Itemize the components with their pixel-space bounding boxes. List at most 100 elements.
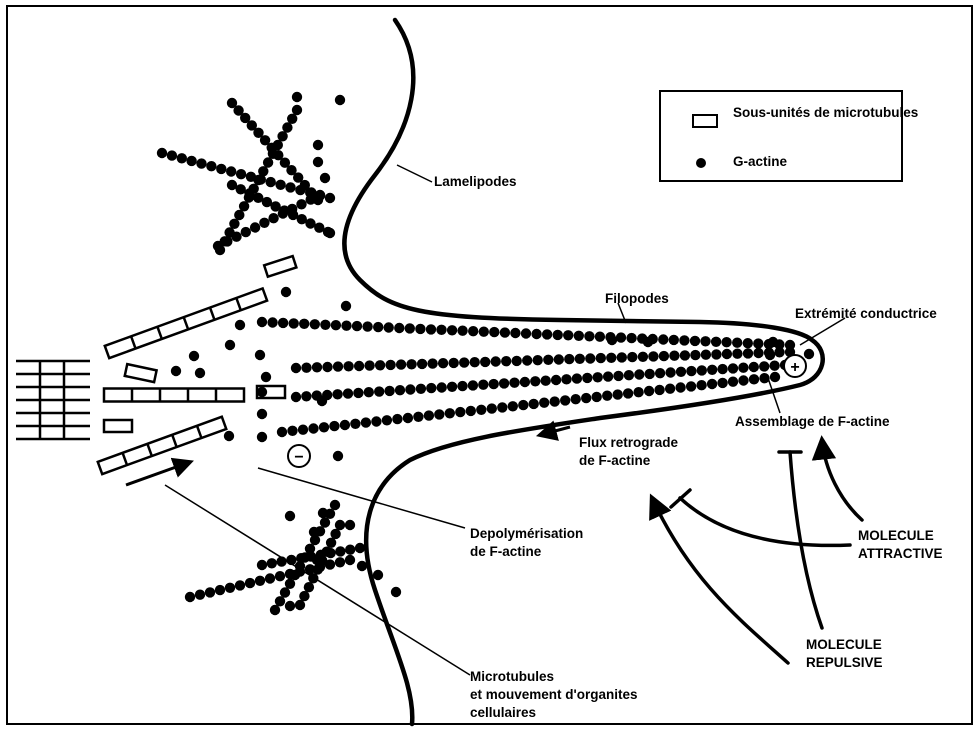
f-actin-bead bbox=[602, 391, 612, 401]
f-actin-bead bbox=[259, 218, 269, 228]
f-actin-bead bbox=[355, 543, 365, 553]
f-actin-bead bbox=[707, 379, 717, 389]
f-actin-bead bbox=[384, 322, 394, 332]
f-actin-bead bbox=[613, 371, 623, 381]
f-actin-bead bbox=[624, 370, 634, 380]
label-extremite-conductrice: Extrémité conductrice bbox=[795, 305, 937, 323]
f-actin-bead bbox=[575, 354, 585, 364]
f-actin-bead bbox=[644, 386, 654, 396]
f-actin-bead bbox=[361, 417, 371, 427]
f-actin-bead bbox=[487, 403, 497, 413]
g-actin-dot bbox=[325, 228, 335, 238]
f-actin-bead bbox=[437, 382, 447, 392]
f-actin-bead bbox=[296, 199, 306, 209]
f-actin-bead bbox=[571, 394, 581, 404]
f-actin-bead bbox=[759, 361, 769, 371]
f-actin-bead bbox=[645, 369, 655, 379]
f-actin-bead bbox=[263, 157, 273, 167]
f-actin-bead bbox=[551, 375, 561, 385]
f-actin-bead bbox=[406, 359, 416, 369]
f-actin-bead bbox=[449, 358, 459, 368]
f-actin-bead bbox=[476, 405, 486, 415]
f-actin-bead bbox=[392, 414, 402, 424]
f-actin-bead bbox=[157, 148, 167, 158]
f-actin-bead bbox=[322, 362, 332, 372]
f-actin-bead bbox=[553, 330, 563, 340]
f-actin-bead bbox=[633, 387, 643, 397]
f-actin-bead bbox=[561, 374, 571, 384]
f-actin-bead bbox=[195, 590, 205, 600]
f-actin-bead bbox=[225, 583, 235, 593]
f-actin-bead bbox=[278, 318, 288, 328]
g-actin-dot bbox=[281, 287, 291, 297]
f-actin-bead bbox=[508, 401, 518, 411]
f-actin-bead bbox=[330, 500, 340, 510]
f-actin-bead bbox=[445, 408, 455, 418]
g-actin-dot bbox=[313, 140, 323, 150]
f-actin-bead bbox=[572, 373, 582, 383]
f-actin-bead bbox=[543, 355, 553, 365]
f-actin-bead bbox=[613, 389, 623, 399]
f-actin-bead bbox=[533, 355, 543, 365]
f-actin-bead bbox=[325, 193, 335, 203]
f-actin-bead bbox=[226, 166, 236, 176]
f-actin-bead bbox=[676, 367, 686, 377]
f-actin-bead bbox=[405, 384, 415, 394]
f-actin-bead bbox=[255, 576, 265, 586]
microtubule-segments bbox=[98, 256, 297, 474]
f-actin-bead bbox=[592, 392, 602, 402]
legend-gactin-label: G-actine bbox=[733, 154, 787, 169]
f-actin-bead bbox=[560, 395, 570, 405]
f-actin-bead bbox=[470, 357, 480, 367]
f-actin-bead bbox=[686, 366, 696, 376]
f-actin-bead bbox=[658, 334, 668, 344]
f-actin-bead bbox=[335, 546, 345, 556]
f-actin-bead bbox=[345, 545, 355, 555]
plus-end-marker: + bbox=[784, 355, 806, 377]
f-actin-bead bbox=[415, 324, 425, 334]
f-actin-bead bbox=[235, 580, 245, 590]
f-actin-bead bbox=[539, 398, 549, 408]
f-actin-bead bbox=[185, 592, 195, 602]
f-actin-bead bbox=[287, 426, 297, 436]
f-actin-bead bbox=[267, 558, 277, 568]
f-actin-bead bbox=[312, 362, 322, 372]
f-actin-bead bbox=[278, 208, 288, 218]
f-actin-bead bbox=[245, 578, 255, 588]
f-actin-bead bbox=[581, 393, 591, 403]
f-actin-bead bbox=[313, 564, 323, 574]
f-actin-bead bbox=[413, 412, 423, 422]
f-actin-bead bbox=[234, 210, 244, 220]
f-actin-bead bbox=[584, 331, 594, 341]
g-actin-dot bbox=[768, 337, 778, 347]
f-actin-bead bbox=[405, 323, 415, 333]
f-actin-bead bbox=[675, 382, 685, 392]
label-filopodes: Filopodes bbox=[605, 290, 669, 308]
f-actin-bead bbox=[501, 356, 511, 366]
f-actin-bead bbox=[669, 335, 679, 345]
f-actin-bead bbox=[489, 379, 499, 389]
g-actin-dot bbox=[607, 335, 617, 345]
label-molecule-attractive: MOLECULE ATTRACTIVE bbox=[858, 527, 943, 563]
f-actin-bead bbox=[325, 548, 335, 558]
f-actin-bead bbox=[654, 385, 664, 395]
microtubule-segment bbox=[104, 420, 132, 432]
f-actin-bead bbox=[585, 353, 595, 363]
f-actin-bead bbox=[564, 354, 574, 364]
f-actin-bead bbox=[518, 400, 528, 410]
f-actin-bead bbox=[167, 150, 177, 160]
f-actin-bead bbox=[606, 353, 616, 363]
f-actin-bead bbox=[396, 359, 406, 369]
f-actin-bead bbox=[717, 364, 727, 374]
f-actin-bead bbox=[373, 322, 383, 332]
f-actin-bead bbox=[491, 356, 501, 366]
f-actin-bead bbox=[426, 383, 436, 393]
f-actin-bead bbox=[648, 351, 658, 361]
f-actin-bead bbox=[416, 384, 426, 394]
g-actin-dot bbox=[643, 337, 653, 347]
f-actin-bead bbox=[290, 570, 300, 580]
f-actin-bead bbox=[319, 422, 329, 432]
f-actin-bead bbox=[721, 337, 731, 347]
f-actin-bead bbox=[266, 177, 276, 187]
f-actin-bead bbox=[617, 352, 627, 362]
